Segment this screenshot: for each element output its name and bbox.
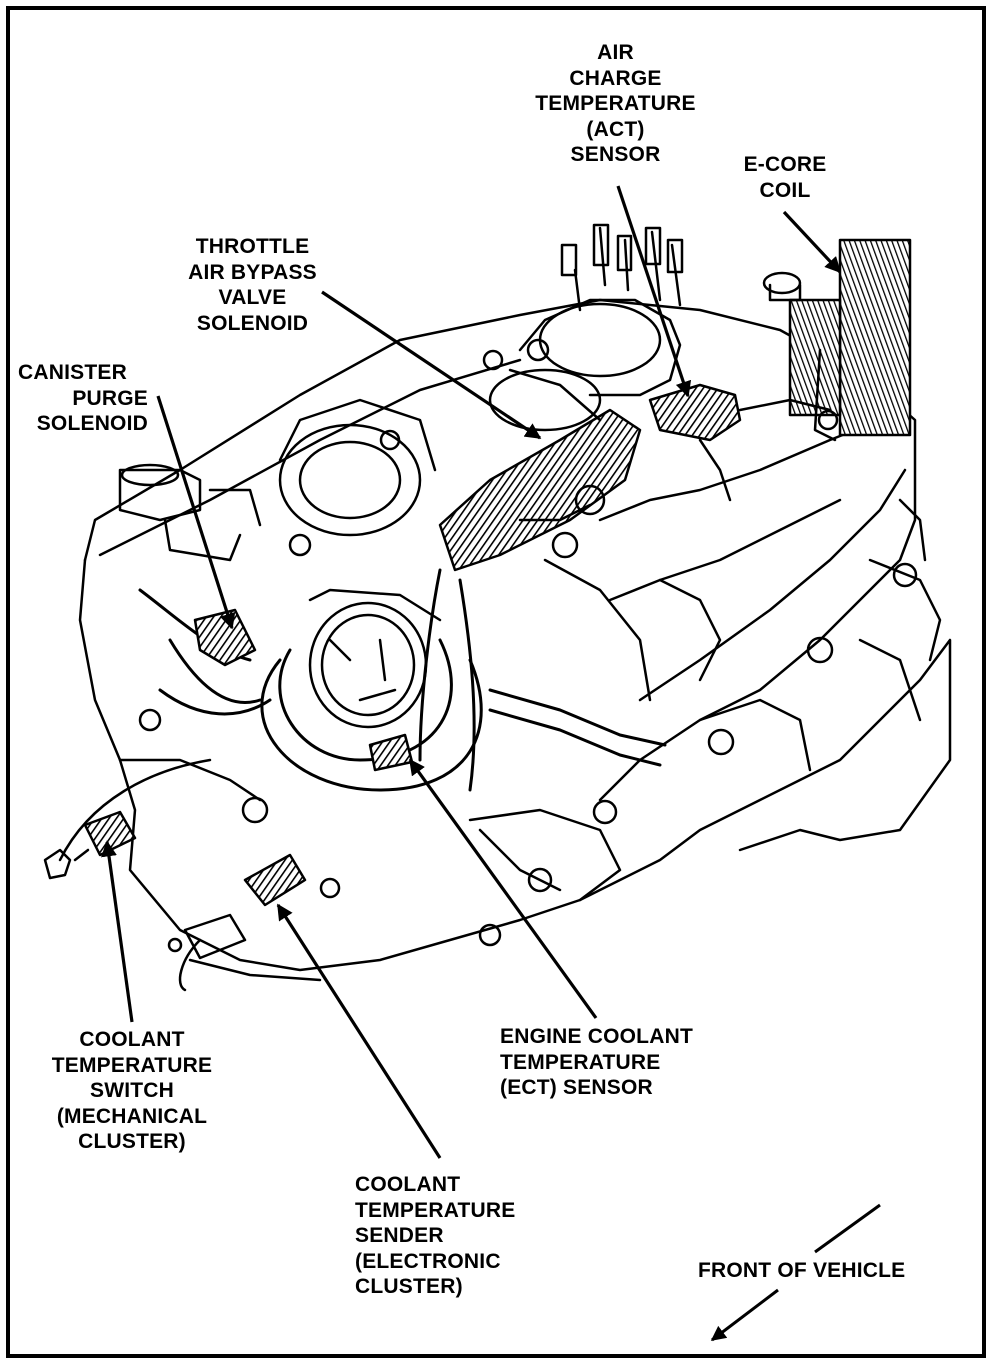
throttle-leader-arrow (321, 290, 542, 440)
front-of-vehicle-arrow (710, 1203, 881, 1342)
throttle-bypass-label: THROTTLE AIR BYPASS VALVE SOLENOID (188, 235, 317, 335)
coolant-switch-body (73, 810, 137, 862)
engine-block (43, 429, 952, 982)
diagram-frame (6, 6, 986, 1358)
throttle-body (438, 368, 642, 572)
ect-sensor-label: ENGINE COOLANT TEMPERATURE (ECT) SENSOR (500, 1025, 693, 1099)
air-cleaner (278, 398, 442, 729)
coolant-switch-leader-arrow (101, 840, 134, 1023)
canister-leader-arrow (156, 395, 236, 630)
act-sensor-label: AIR CHARGE TEMPERATURE (ACT) SENSOR (535, 41, 696, 166)
front-of-vehicle-label: FRONT OF VEHICLE (698, 1259, 906, 1282)
coolant-sender-label: COOLANT TEMPERATURE SENDER (ELECTRONIC C… (355, 1173, 516, 1298)
coolant-sender-body (167, 853, 307, 992)
ecore-coil-body (762, 238, 912, 442)
ecore-coil-label: E-CORE COIL (743, 153, 827, 202)
act-leader-arrow (616, 185, 692, 398)
ecore-leader-arrow (782, 210, 842, 274)
ect-sensor-body (368, 733, 414, 772)
canister-purge-label: CANISTER PURGE SOLENOID (18, 361, 148, 435)
act-sensor-body (648, 383, 832, 502)
coolant-switch-label: COOLANT TEMPERATURE SWITCH (MECHANICAL C… (51, 1028, 213, 1153)
wiring-harness (138, 568, 667, 792)
coolant-sender-leader-arrow (276, 903, 442, 1159)
ect-leader-arrow (408, 758, 598, 1019)
distributor-cap (482, 223, 684, 432)
